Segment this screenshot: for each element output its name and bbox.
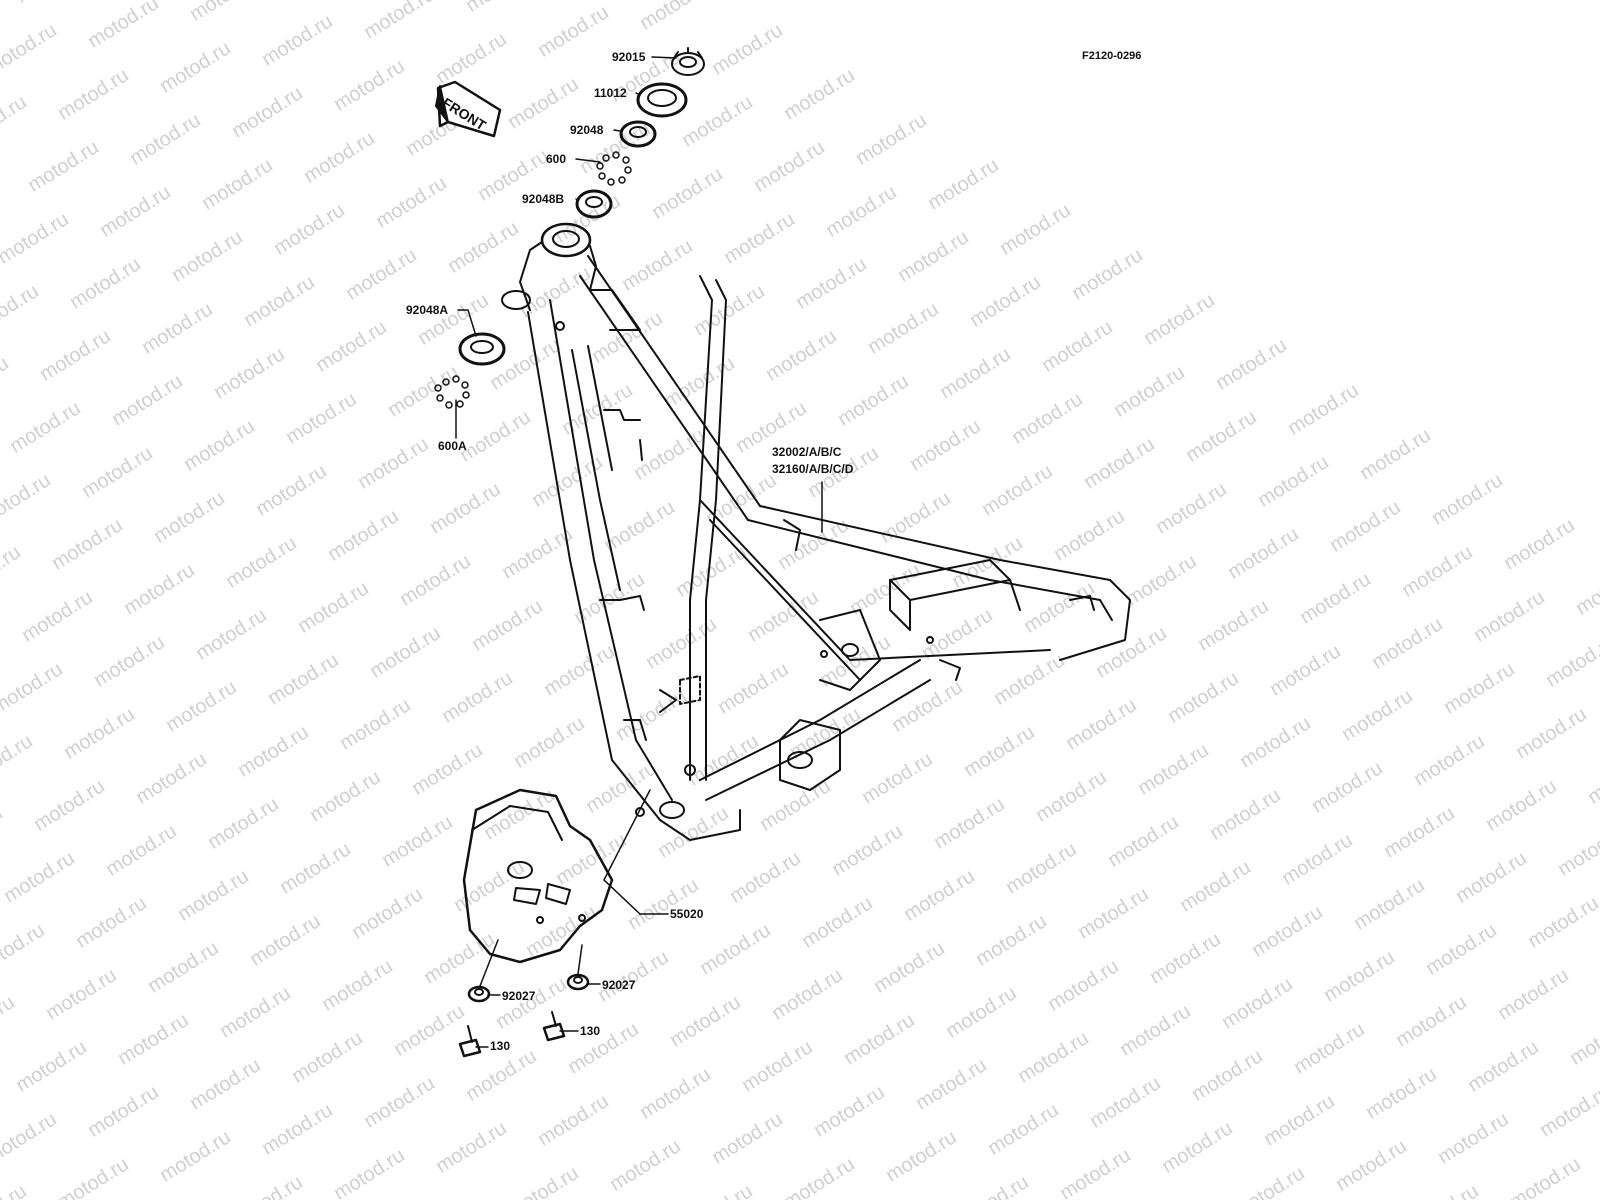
label-600A: 600A [438,439,467,453]
label-32002: 32002/A/B/C [772,445,842,459]
label-55020: 55020 [670,907,704,921]
grommet-92027-right-icon [566,973,590,991]
drawing-code: F2120-0296 [1082,50,1142,62]
label-130-right: 130 [580,1024,601,1038]
label-130-left: 130 [490,1039,511,1053]
bearing-92048-icon [619,120,657,148]
label-32160: 32160/A/B/C/D [772,462,854,476]
skid-plate-55020-drawing [462,788,614,964]
balls-600-icon [596,151,632,186]
label-92048: 92048 [570,123,604,137]
grommet-92027-left-icon [467,985,491,1003]
label-92048A: 92048A [406,303,449,317]
label-92027-left: 92027 [502,989,536,1003]
label-92015: 92015 [612,50,646,64]
balls-600A-icon [434,375,470,409]
frame-32002-drawing [501,222,1131,841]
front-arrow-icon [435,80,502,138]
nut-92015-icon [671,47,705,76]
label-600: 600 [546,152,567,166]
bearing-92048B-icon [575,189,613,219]
race-11012-icon [636,82,688,118]
bearing-92048A-icon [458,332,506,366]
leader-lines [455,56,823,1048]
bolt-130-right-icon [542,1011,566,1042]
label-92048B: 92048B [522,192,565,206]
label-11012: 11012 [594,86,627,100]
label-92027-right: 92027 [602,978,636,992]
bolt-130-left-icon [458,1025,482,1058]
